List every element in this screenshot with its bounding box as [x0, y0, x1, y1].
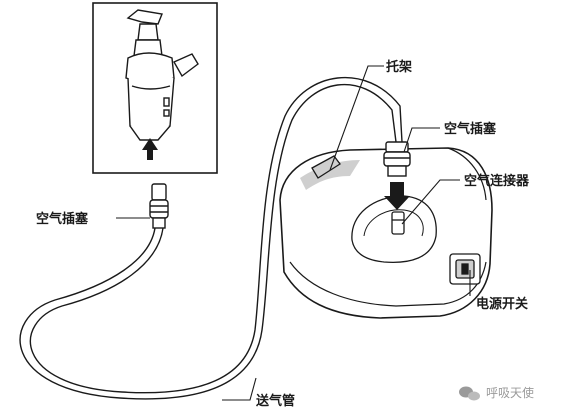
air-tube: [19, 76, 403, 400]
label-air-plug-right: 空气插塞: [444, 121, 497, 137]
label-power-switch: 电源开关: [476, 296, 528, 312]
label-air-plug-left: 空气插塞: [36, 211, 89, 227]
air-plug-left: [149, 183, 169, 229]
watermark: 呼吸天使: [459, 385, 534, 401]
label-air-tube: 送气管: [255, 393, 295, 409]
leader-lines: [116, 65, 471, 401]
power-switch: [449, 253, 481, 285]
label-air-connector: 空气连接器: [464, 173, 530, 189]
nebulizer-cup: [125, 9, 199, 141]
watermark-text: 呼吸天使: [486, 385, 534, 400]
wechat-icon: [459, 386, 480, 401]
compressor-base: [279, 147, 493, 319]
air-plug-right: [383, 141, 411, 177]
up-arrow-icon: [142, 138, 158, 160]
down-arrow-icon: [384, 182, 410, 210]
label-bracket: 托架: [386, 59, 412, 75]
air-connector: [391, 211, 405, 235]
